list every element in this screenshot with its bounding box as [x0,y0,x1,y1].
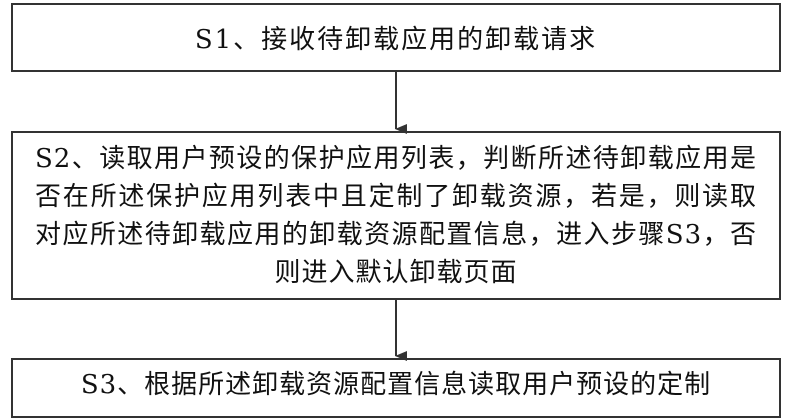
step-s1-text: S1、接收待卸载应用的卸载请求 [194,25,598,55]
step-s3-text: S3、根据所述卸载资源配置信息读取用户预设的定制 [80,370,712,400]
step-s2-text: S2、读取用户预设的保护应用列表，判断所述待卸载应用是否在所述保护应用列表中且定… [35,143,757,288]
step-s2-box: S2、读取用户预设的保护应用列表，判断所述待卸载应用是否在所述保护应用列表中且定… [11,131,781,300]
step-s1-box: S1、接收待卸载应用的卸载请求 [11,3,781,72]
step-s3-box: S3、根据所述卸载资源配置信息读取用户预设的定制 [11,358,781,418]
